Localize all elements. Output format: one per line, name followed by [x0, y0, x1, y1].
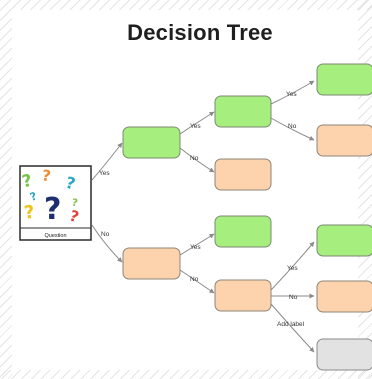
edge-f-add [270, 303, 315, 353]
node-a-yes-branch[interactable] [122, 126, 181, 159]
label-a-no: No [190, 155, 199, 162]
svg-text:?: ? [64, 173, 78, 194]
label-f-yes: Yes [287, 265, 298, 272]
connectors [91, 80, 315, 353]
node-b-yes-yes[interactable] [214, 95, 272, 128]
leaf-no-no-no[interactable] [316, 280, 372, 313]
edge-root-yes [91, 142, 123, 181]
question-marks-icon: ? ? ? ? ? ? ? ? [20, 166, 81, 227]
svg-text:?: ? [20, 171, 34, 193]
frame-top [0, 0, 372, 10]
svg-text:?: ? [23, 202, 36, 224]
svg-text:?: ? [44, 192, 61, 227]
node-c-no-branch[interactable] [122, 247, 181, 280]
root-question-node[interactable]: ? ? ? ? ? ? ? ? Question [19, 165, 92, 241]
leaf-yes-yes-yes[interactable] [316, 63, 372, 96]
edge-root-no [91, 224, 123, 263]
edge-f-yes [270, 241, 315, 291]
edge-c-yes [179, 233, 215, 256]
node-f-no-no[interactable] [214, 279, 272, 312]
edge-labels: Yes No Yes No Yes No Yes No Yes No Add l… [99, 91, 305, 328]
frame-bottom [0, 370, 372, 379]
leaf-no-no-yes[interactable] [316, 224, 372, 257]
label-f-no: No [289, 294, 298, 301]
node-d-no-yes[interactable] [214, 215, 272, 248]
edge-b-no [270, 117, 315, 141]
root-node-caption: Question [44, 233, 66, 239]
node-e-yes-no[interactable] [214, 158, 272, 191]
leaf-placeholder[interactable] [316, 338, 372, 371]
edge-a-no [179, 147, 215, 173]
edge-a-yes [179, 111, 215, 135]
label-a-yes: Yes [190, 123, 201, 130]
svg-text:?: ? [41, 166, 52, 185]
edge-c-no [179, 269, 215, 294]
label-root-no: No [101, 231, 110, 238]
svg-text:?: ? [71, 198, 79, 210]
frame-left [0, 0, 12, 379]
label-b-no: No [288, 123, 297, 130]
label-f-add: Add label [277, 321, 305, 328]
edge-b-yes [270, 80, 315, 105]
label-b-yes: Yes [286, 91, 297, 98]
diagram-title: Decision Tree [127, 20, 273, 45]
label-root-yes: Yes [99, 170, 110, 177]
decision-nodes [122, 63, 372, 371]
svg-text:?: ? [28, 190, 38, 204]
label-c-no: No [190, 276, 199, 283]
leaf-yes-yes-no[interactable] [316, 124, 372, 157]
label-c-yes: Yes [190, 244, 201, 251]
